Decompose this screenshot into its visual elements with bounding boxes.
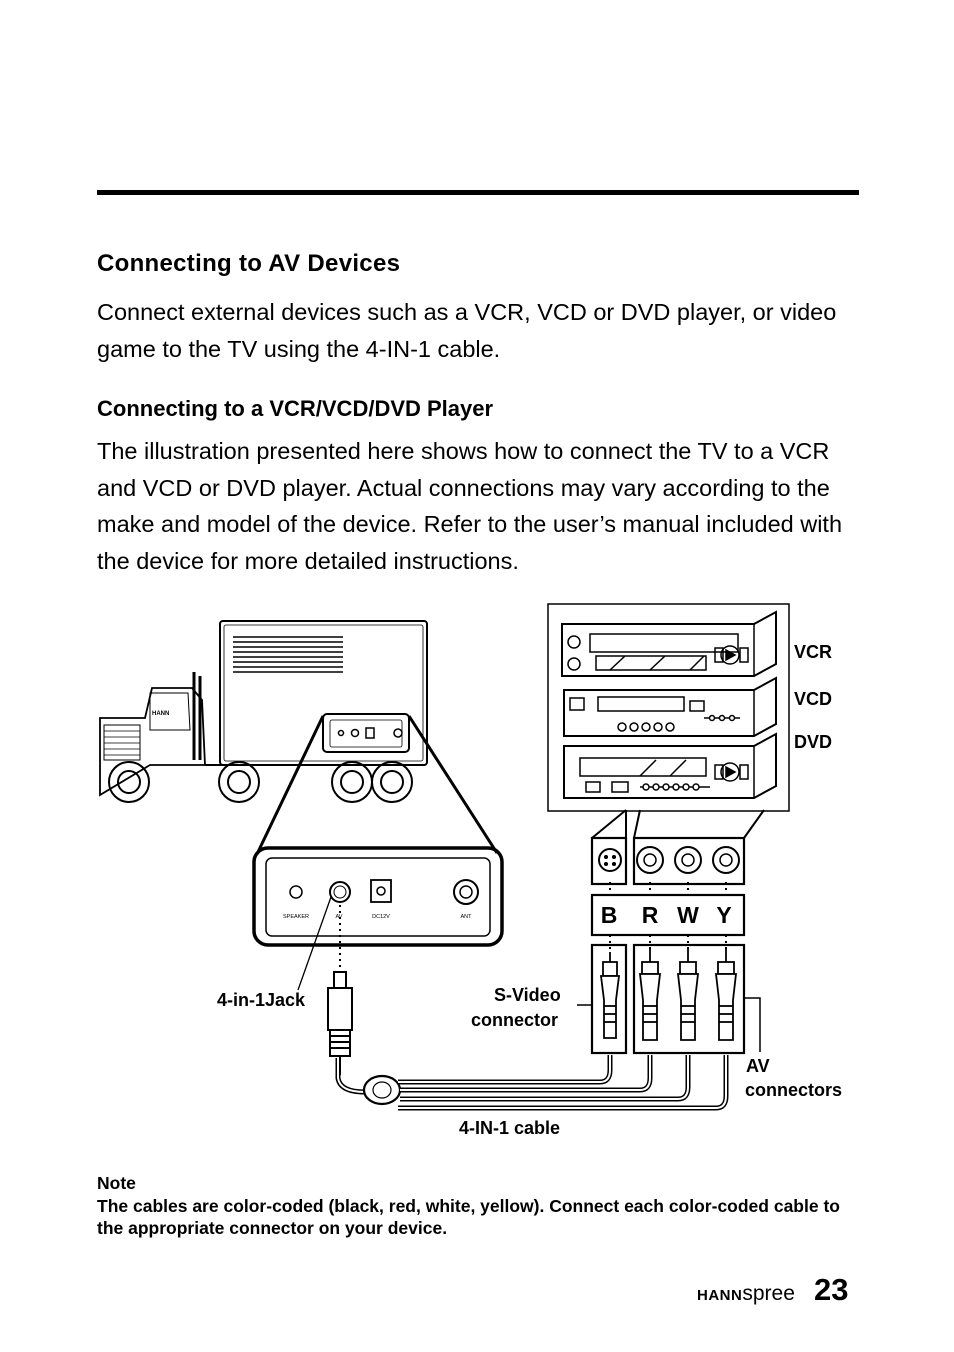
vcr-unit xyxy=(561,610,777,677)
vcd-unit xyxy=(563,676,777,737)
note-text: The cables are color-coded (black, red, … xyxy=(97,1195,840,1239)
subsection-title: Connecting to a VCR/VCD/DVD Player xyxy=(97,396,494,421)
truck-illustration: HANN xyxy=(99,620,428,803)
av-callout-line1: AV xyxy=(746,1056,770,1076)
rca-plug-red xyxy=(638,948,662,1041)
tv-rear-panel xyxy=(252,846,504,947)
section-title: Connecting to AV Devices xyxy=(97,250,401,277)
av-jack xyxy=(329,881,351,903)
color-letter-white: W xyxy=(677,902,699,928)
dc12v-label: DC12V xyxy=(372,914,390,920)
note-block: Note The cables are color-coded (black, … xyxy=(97,1172,857,1240)
antenna-jack xyxy=(453,879,479,905)
intro-paragraph: Connect external devices such as a VCR, … xyxy=(97,299,837,362)
av-callout-line2: connectors xyxy=(745,1080,843,1100)
brand-light: spree xyxy=(742,1282,795,1305)
av-connector-box xyxy=(632,943,746,1055)
brand-bold: HANN xyxy=(697,1287,743,1304)
rca-plug-yellow xyxy=(714,948,738,1041)
dvd-label: DVD xyxy=(794,732,832,752)
body-paragraph: The illustration presented here shows ho… xyxy=(97,438,843,574)
rca-plug-white xyxy=(676,948,700,1041)
vcd-label: VCD xyxy=(794,689,832,709)
brand-logo: HANNspree xyxy=(697,1282,795,1306)
color-letter-yellow: Y xyxy=(716,902,731,928)
device-av-jack-panel xyxy=(632,836,746,886)
ant-label: ANT xyxy=(461,914,473,920)
svideo-callout-line1: S-Video xyxy=(494,985,561,1005)
svideo-callout-line2: connector xyxy=(471,1010,559,1030)
svideo-connector-box xyxy=(590,943,628,1055)
color-letter-red: R xyxy=(642,902,659,928)
av-label: AV xyxy=(336,914,343,920)
header-rule xyxy=(97,190,859,195)
dvd-unit xyxy=(563,732,777,799)
cable-callout: 4-IN-1 cable xyxy=(459,1118,561,1138)
svideo-plug xyxy=(599,952,621,1039)
page-number: 23 xyxy=(814,1272,849,1307)
jack-callout: 4-in-1Jack xyxy=(217,990,306,1010)
speaker-label: SPEAKER xyxy=(283,914,309,920)
color-letter-black: B xyxy=(601,902,618,928)
device-stack xyxy=(547,603,790,812)
color-code-box xyxy=(590,893,746,937)
svg-text:HANN: HANN xyxy=(152,711,169,717)
speaker-jack xyxy=(289,885,303,899)
dc12v-jack xyxy=(370,879,392,903)
device-svideo-jack-panel xyxy=(590,836,628,886)
vcr-label: VCR xyxy=(794,642,832,662)
note-title: Note xyxy=(97,1173,136,1193)
cable-splitter xyxy=(362,1074,402,1106)
